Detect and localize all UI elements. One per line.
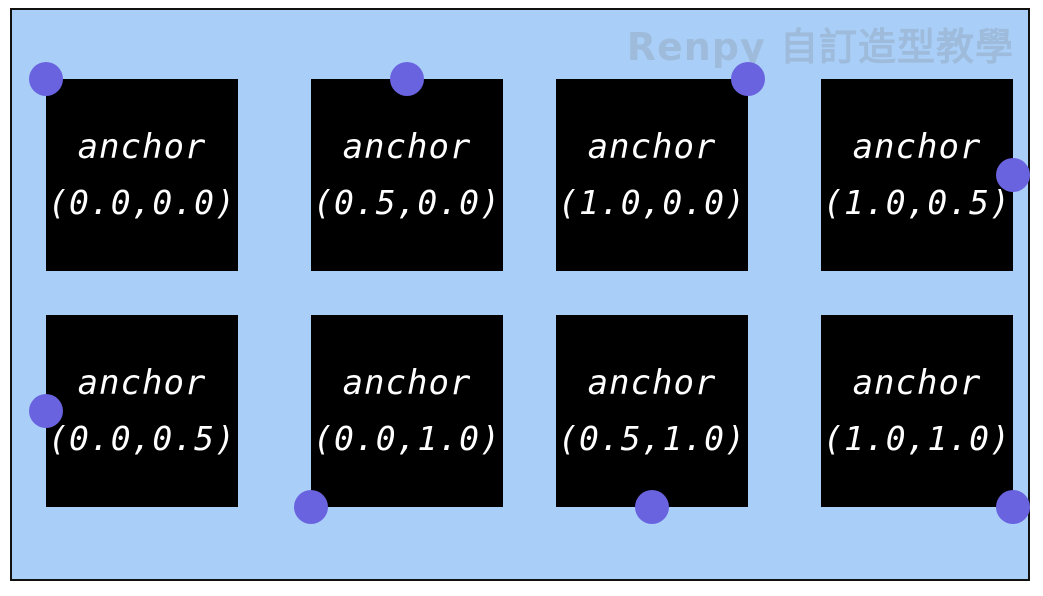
- tile-word: anchor: [587, 127, 717, 167]
- tile-word: anchor: [77, 127, 207, 167]
- anchor-point-dot: [29, 394, 63, 428]
- anchor-point-dot: [294, 490, 328, 524]
- tile-coord: (1.0,1.0): [823, 419, 1011, 458]
- anchor-point-dot: [29, 62, 63, 96]
- anchor-point-dot: [996, 490, 1030, 524]
- watermark: Renpy 自訂造型教學: [626, 25, 1014, 69]
- anchor-point-dot: [390, 62, 424, 96]
- anchor-tile: anchor (0.0,1.0): [311, 315, 503, 507]
- anchor-point-dot: [996, 158, 1030, 192]
- anchor-tile: anchor (0.0,0.0): [46, 79, 238, 271]
- tile-coord: (1.0,0.0): [558, 183, 746, 222]
- tile-word: anchor: [342, 127, 472, 167]
- tile-coord: (0.5,0.0): [313, 183, 501, 222]
- anchor-tile: anchor (0.5,0.0): [311, 79, 503, 271]
- anchor-point-dot: [731, 62, 765, 96]
- anchor-tile: anchor (1.0,0.0): [556, 79, 748, 271]
- tile-coord: (0.0,0.0): [48, 183, 236, 222]
- tile-word: anchor: [852, 363, 982, 403]
- anchor-tile: anchor (0.5,1.0): [556, 315, 748, 507]
- tile-word: anchor: [852, 127, 982, 167]
- tile-word: anchor: [77, 363, 207, 403]
- tile-coord: (0.5,1.0): [558, 419, 746, 458]
- tile-coord: (0.0,0.5): [48, 419, 236, 458]
- tile-word: anchor: [342, 363, 472, 403]
- anchor-tile: anchor (1.0,1.0): [821, 315, 1013, 507]
- anchor-tile: anchor (0.0,0.5): [46, 315, 238, 507]
- tile-coord: (0.0,1.0): [313, 419, 501, 458]
- tile-word: anchor: [587, 363, 717, 403]
- anchor-tile: anchor (1.0,0.5): [821, 79, 1013, 271]
- anchor-point-dot: [635, 490, 669, 524]
- tile-coord: (1.0,0.5): [823, 183, 1011, 222]
